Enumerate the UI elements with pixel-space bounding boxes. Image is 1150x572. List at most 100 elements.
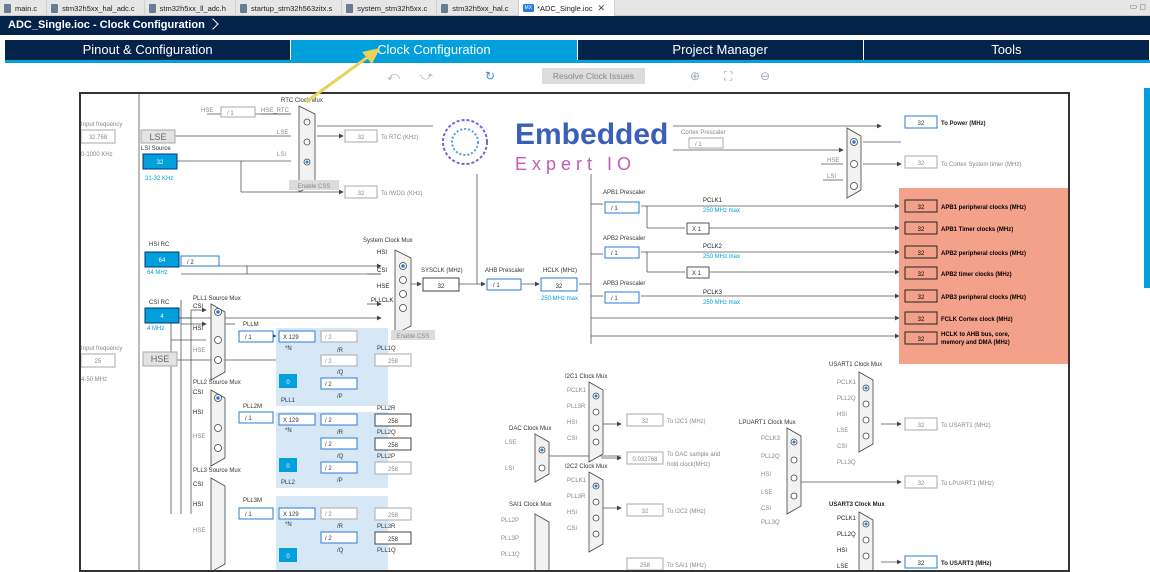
pll2-p-divider-select[interactable] — [320, 461, 358, 474]
pll2-frac-value[interactable] — [279, 458, 297, 472]
pll3-r-divider-select[interactable] — [320, 507, 358, 520]
rtc-enable-css-button[interactable] — [289, 180, 339, 190]
apb2-prescaler-select[interactable] — [604, 246, 640, 259]
hsi-rc-value[interactable] — [144, 251, 180, 268]
pll1-q-divider-select[interactable] — [320, 354, 358, 367]
resolve-clock-issues-button[interactable]: Resolve Clock Issues — [542, 68, 645, 84]
pll2-r-divider-select[interactable] — [320, 413, 358, 426]
usart1-output[interactable] — [904, 417, 938, 431]
hse-oscillator[interactable] — [142, 351, 178, 367]
refresh-icon[interactable]: ↻ — [485, 69, 496, 83]
usart1-clock-mux[interactable] — [858, 371, 874, 453]
svg-text:LSI Source: LSI Source — [141, 146, 171, 152]
power-output[interactable] — [904, 115, 938, 129]
pll3-source-mux[interactable] — [210, 477, 226, 572]
clock-tree-canvas: Input frequency 32.768 0-1000 KHz LSE LS… — [79, 92, 1070, 572]
hclk-value[interactable] — [540, 277, 578, 292]
svg-text:X 1: X 1 — [692, 227, 702, 233]
zoom-out-icon[interactable]: ⊖ — [760, 69, 771, 83]
dac-clock-mux[interactable] — [534, 433, 550, 483]
rtc-hse-divider-select[interactable] — [220, 106, 256, 118]
i2c2-output[interactable] — [626, 503, 664, 517]
svg-text:PLL1Q: PLL1Q — [501, 552, 520, 558]
sysclk-value[interactable] — [422, 277, 460, 292]
pll3r-output[interactable] — [374, 507, 412, 521]
pll2-m-divider-select[interactable] — [238, 411, 274, 424]
svg-text:32: 32 — [918, 561, 925, 567]
svg-text:0-1000 KHz: 0-1000 KHz — [81, 152, 113, 158]
undo-icon[interactable]: ⤺ — [387, 69, 400, 83]
editor-tab[interactable]: stm32h5xx_ll_adc.h — [145, 0, 236, 16]
editor-tab[interactable]: main.c — [0, 0, 48, 16]
pll1-n-multiplier-select[interactable] — [278, 330, 316, 343]
tab-pinout[interactable]: Pinout & Configuration — [5, 40, 292, 60]
sai1-clock-mux[interactable] — [534, 513, 550, 572]
lpuart1-output[interactable] — [904, 475, 938, 489]
apb1-prescaler-select[interactable] — [604, 201, 640, 214]
pll3-q-divider-select[interactable] — [320, 531, 358, 544]
fit-screen-icon[interactable]: ⛶ — [724, 69, 733, 83]
svg-text:250 MHz max: 250 MHz max — [703, 254, 740, 260]
window-controls[interactable]: ▭ ◻ — [1129, 2, 1146, 11]
csi-rc-value[interactable] — [144, 307, 180, 324]
i2c1-clock-mux[interactable] — [588, 381, 604, 463]
zoom-in-icon[interactable]: ⊕ — [690, 69, 701, 83]
lse-oscillator[interactable] — [140, 129, 176, 144]
sys-enable-css-button[interactable] — [391, 330, 435, 340]
tab-project-manager[interactable]: Project Manager — [577, 40, 864, 60]
svg-text:CSI RC: CSI RC — [149, 300, 170, 306]
pll1q-output-2[interactable] — [374, 531, 412, 545]
hse-frequency-input[interactable] — [81, 353, 116, 368]
svg-text:HSI: HSI — [567, 510, 577, 516]
svg-text:PLL3P: PLL3P — [501, 536, 519, 542]
svg-text:250 MHz max: 250 MHz max — [703, 208, 740, 214]
hsi-divider-select[interactable] — [180, 255, 220, 267]
apb2-timer-multiplier[interactable] — [686, 266, 710, 279]
cortex-prescaler-select[interactable] — [688, 137, 724, 149]
editor-tab-active[interactable]: MX*ADC_Single.ioc✕ — [518, 0, 616, 16]
pll3-n-multiplier-select[interactable] — [278, 507, 316, 520]
lsi-rc-value[interactable] — [142, 153, 178, 170]
editor-tab[interactable]: stm32h5xx_hal.c — [437, 0, 519, 16]
redo-icon[interactable]: ⤻ — [420, 69, 433, 83]
editor-tab[interactable]: system_stm32h5xx.c — [342, 0, 438, 16]
tab-clock-configuration[interactable]: Clock Configuration — [291, 40, 578, 60]
pll3-frac-value[interactable] — [279, 548, 297, 562]
apb3-prescaler-select[interactable] — [604, 291, 640, 304]
iwdg-output-value[interactable] — [344, 185, 378, 199]
tab-tools[interactable]: Tools — [863, 40, 1150, 60]
lpuart1-clock-mux[interactable] — [786, 427, 802, 515]
svg-text:32: 32 — [918, 161, 925, 167]
pll1-r-divider-select[interactable] — [320, 330, 358, 343]
svg-text:LSI: LSI — [505, 466, 514, 472]
pll2-n-multiplier-select[interactable] — [278, 413, 316, 426]
editor-tab[interactable]: stm32h5xx_hal_adc.c — [47, 0, 145, 16]
editor-tab[interactable]: startup_stm32h563zitx.s — [236, 0, 343, 16]
apb1-timer-multiplier[interactable] — [686, 222, 710, 235]
svg-text:PLL3 Source Mux: PLL3 Source Mux — [193, 468, 241, 474]
pll1q-output[interactable] — [374, 353, 412, 367]
ahb-prescaler-select[interactable] — [486, 278, 522, 291]
pll1-frac-value[interactable] — [279, 374, 297, 388]
pll2p-output[interactable] — [374, 461, 412, 475]
svg-text:X 129: X 129 — [283, 418, 299, 424]
svg-text:32: 32 — [918, 295, 925, 301]
svg-text:HSI: HSI — [837, 412, 847, 418]
pll1-m-divider-select[interactable] — [238, 330, 274, 343]
i2c1-output[interactable] — [626, 413, 664, 427]
close-icon[interactable]: ✕ — [597, 2, 606, 13]
dac-output[interactable] — [626, 451, 664, 465]
pll2r-output[interactable] — [374, 413, 412, 427]
svg-text:PLL2Q: PLL2Q — [837, 532, 856, 538]
svg-text:System Clock Mux: System Clock Mux — [363, 238, 413, 244]
pll2q-output[interactable] — [374, 437, 412, 451]
i2c2-clock-mux[interactable] — [588, 471, 604, 553]
pll1-p-divider-select[interactable] — [320, 377, 358, 390]
rtc-output-value[interactable] — [344, 129, 378, 143]
cortex-timer-output[interactable] — [904, 155, 938, 169]
lse-frequency-input[interactable] — [81, 129, 116, 144]
scrollbar[interactable] — [1144, 88, 1150, 288]
pll2-q-divider-select[interactable] — [320, 437, 358, 450]
pll3-m-divider-select[interactable] — [238, 507, 274, 520]
svg-text:X 1: X 1 — [692, 271, 702, 277]
